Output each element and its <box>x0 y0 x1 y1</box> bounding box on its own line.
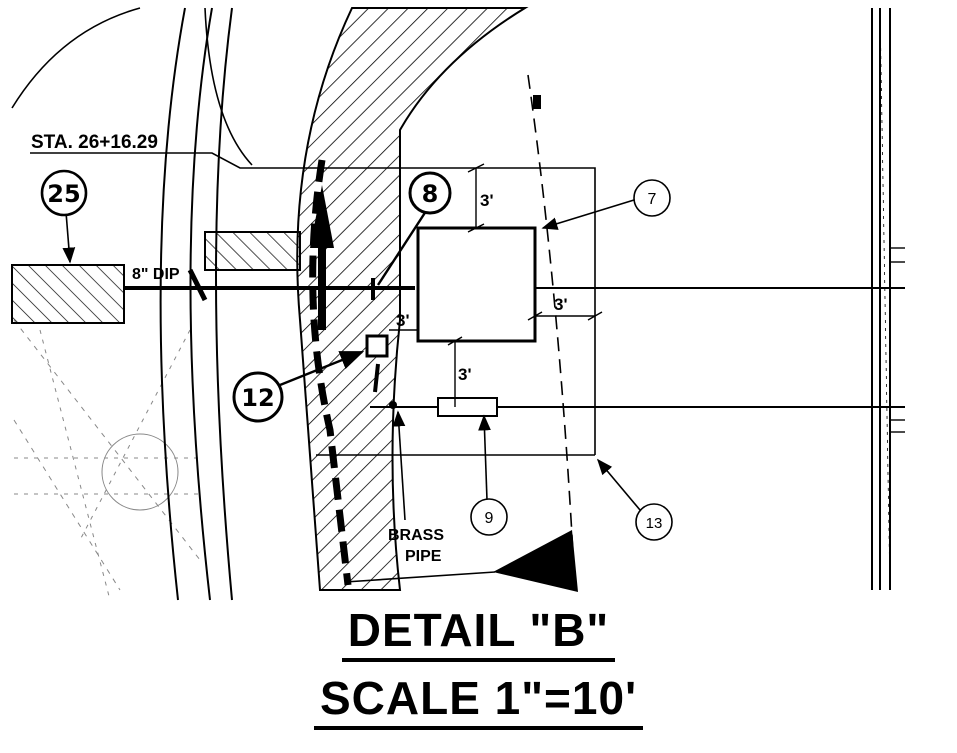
callout-7: 7 <box>633 179 671 217</box>
dim-right: 3' <box>554 295 568 314</box>
flow-arrow <box>310 185 334 330</box>
road-curves <box>159 7 253 601</box>
centerline-mark <box>533 95 541 109</box>
detail-title: DETAIL "B" <box>0 600 957 662</box>
svg-text:8: 8 <box>422 180 439 208</box>
scale-title-text: SCALE 1"=10' <box>313 672 644 730</box>
fittings <box>371 278 380 393</box>
callout-13: 13 <box>635 503 673 541</box>
dimension-lines <box>389 163 603 407</box>
svg-text:13: 13 <box>646 515 663 532</box>
callout-25: 25 <box>40 169 88 217</box>
detail-title-text: DETAIL "B" <box>341 604 616 662</box>
building-edge <box>871 7 905 591</box>
callout-9: 9 <box>470 498 508 536</box>
hatched-curb-band <box>296 7 529 591</box>
callout-12: 12 <box>232 371 284 423</box>
dim-top: 3' <box>480 191 494 210</box>
scale-title: SCALE 1"=10' <box>0 668 957 730</box>
valve-box <box>365 334 389 358</box>
station-label: STA. 26+16.29 <box>31 132 158 153</box>
brass-pipe-label-line1: BRASS <box>388 527 444 544</box>
meter-vault-box <box>416 226 537 343</box>
svg-text:12: 12 <box>241 384 274 412</box>
existing-pipe-mid <box>204 231 301 271</box>
meter-element <box>437 397 498 417</box>
svg-text:25: 25 <box>47 180 80 208</box>
section-arrow <box>344 530 578 592</box>
brass-pipe-dot <box>389 401 397 409</box>
svg-text:7: 7 <box>648 191 657 208</box>
pipe-label: 8" DIP <box>132 266 180 283</box>
dim-bottom: 3' <box>458 365 472 384</box>
callout-8: 8 <box>408 171 452 215</box>
existing-pipe-left <box>11 264 125 324</box>
property-arc <box>11 7 141 109</box>
pipe-lines <box>124 268 905 456</box>
svg-text:9: 9 <box>485 510 494 527</box>
dim-left: 3' <box>396 311 410 330</box>
brass-pipe-label-line2: PIPE <box>405 548 442 565</box>
dashed-edge-line <box>309 159 352 586</box>
background-linework <box>13 319 201 601</box>
leader-lines <box>62 199 641 521</box>
station-leader <box>30 152 596 455</box>
